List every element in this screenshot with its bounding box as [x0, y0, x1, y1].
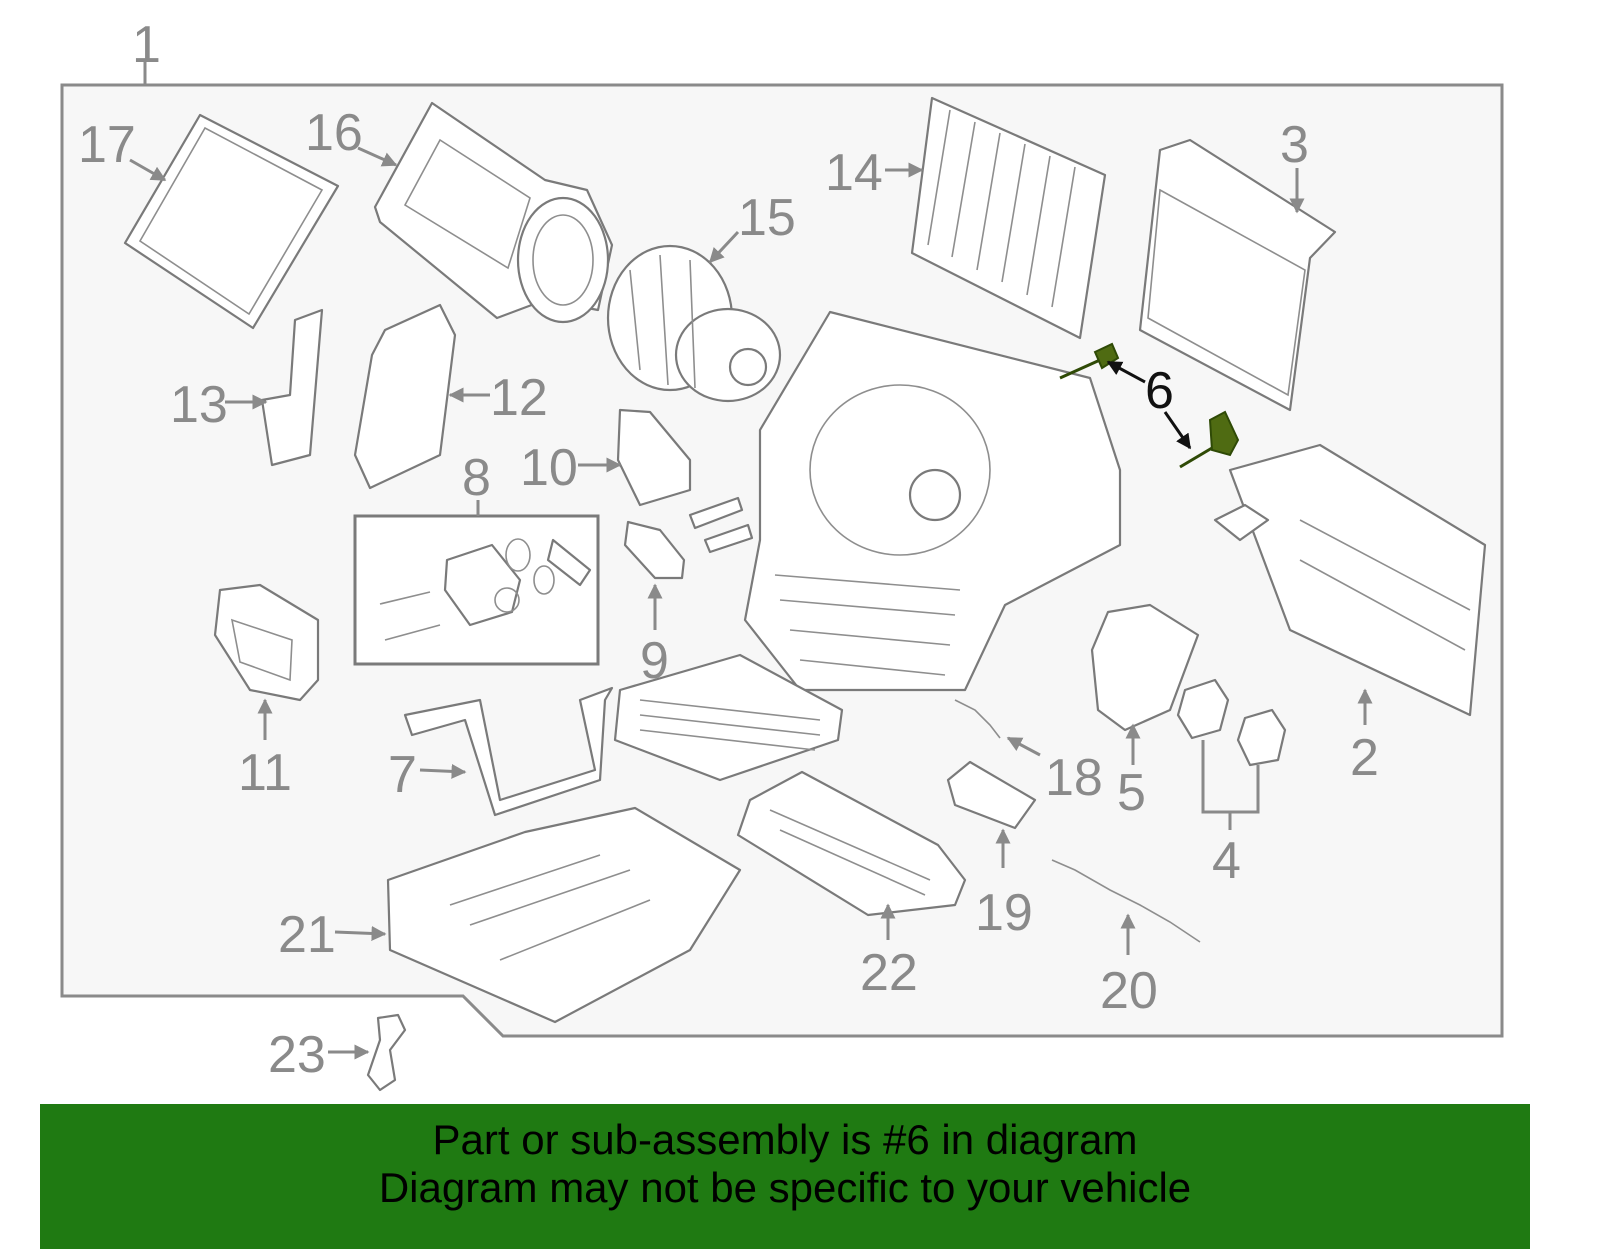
callout-12: 12: [490, 369, 548, 427]
callout-6: 6: [1145, 362, 1174, 420]
part-4-actuator-a: [1176, 678, 1230, 740]
part-4-actuator-b: [1236, 708, 1287, 767]
callout-2: 2: [1350, 729, 1379, 787]
callout-16: 16: [305, 104, 363, 162]
part-17-filter-frame: [123, 113, 340, 330]
callout-9: 9: [640, 632, 669, 690]
callout-22: 22: [860, 944, 918, 1002]
leader-arrows: [129, 146, 1373, 1060]
callout-18: 18: [1045, 749, 1103, 807]
callout-21: 21: [278, 906, 336, 964]
part-22-duct: [736, 770, 967, 917]
callout-17: 17: [78, 116, 136, 174]
part-11-resistor: [213, 583, 320, 702]
info-banner: Part or sub-assembly is #6 in diagram Di…: [40, 1104, 1530, 1249]
callout-4: 4: [1212, 832, 1241, 890]
callout-5: 5: [1117, 764, 1146, 822]
callout-19: 19: [975, 884, 1033, 942]
part-9-seal: [623, 520, 686, 580]
part-18-sensor: [954, 699, 1001, 739]
callout-3: 3: [1280, 116, 1309, 174]
part-14-cabin-filter: [910, 96, 1107, 340]
callout-15: 15: [738, 189, 796, 247]
part-19-module: [946, 760, 1037, 830]
part-13-bracket: [260, 308, 324, 467]
part-12-door: [353, 303, 457, 490]
callout-14: 14: [825, 144, 883, 202]
part-5-lever: [1090, 603, 1200, 732]
part-15-blower-motor: [606, 244, 782, 403]
banner-line-2: Diagram may not be specific to your vehi…: [378, 1164, 1192, 1211]
callout-8: 8: [462, 449, 491, 507]
part-16-blower-housing: [373, 101, 614, 324]
banner-line-1: Part or sub-assembly is #6 in diagram: [432, 1116, 1138, 1163]
callout-13: 13: [170, 376, 228, 434]
part-20-harness: [1051, 859, 1201, 943]
callout-10: 10: [520, 439, 578, 497]
part-6-highlighted: [1059, 342, 1240, 469]
part-2-evaporator: [1213, 443, 1487, 717]
part-7-heater-core: [403, 653, 844, 817]
part-3-core: [1138, 138, 1337, 412]
callout-11: 11: [238, 744, 292, 802]
hvac-case: [688, 310, 1122, 692]
callout-23: 23: [268, 1026, 326, 1084]
part-8-kit-box: [353, 514, 600, 666]
callout-7: 7: [388, 746, 417, 804]
part-21-lower-case: [386, 806, 742, 1024]
callout-1: 1: [132, 16, 161, 74]
callout-20: 20: [1100, 962, 1158, 1020]
part-23-clip: [366, 1013, 407, 1092]
